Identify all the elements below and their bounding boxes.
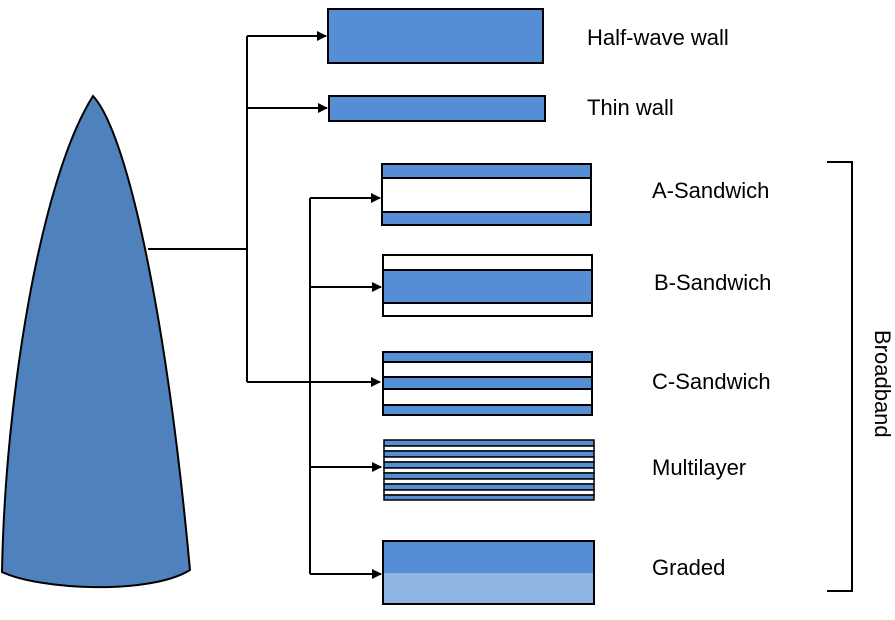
radome-shape [0, 94, 192, 589]
label-thin-wall: Thin wall [587, 95, 674, 120]
label-broadband: Broadband [870, 330, 895, 438]
graded-icon [382, 540, 595, 605]
half-wave-wall-icon [327, 8, 544, 64]
b-sandwich-icon [382, 254, 593, 317]
label-b-sandwich: B-Sandwich [654, 270, 772, 295]
connector-lines [148, 31, 382, 579]
thin-wall-icon [328, 95, 546, 122]
c-sandwich-icon [382, 351, 593, 416]
label-a-sandwich: A-Sandwich [652, 178, 770, 203]
label-c-sandwich: C-Sandwich [652, 369, 771, 394]
a-sandwich-icon [381, 163, 592, 226]
label-multilayer: Multilayer [652, 455, 747, 480]
label-half-wave-wall: Half-wave wall [587, 25, 729, 50]
label-graded: Graded [652, 555, 726, 580]
multilayer-icon [383, 439, 595, 501]
broadband-bracket [827, 161, 853, 592]
